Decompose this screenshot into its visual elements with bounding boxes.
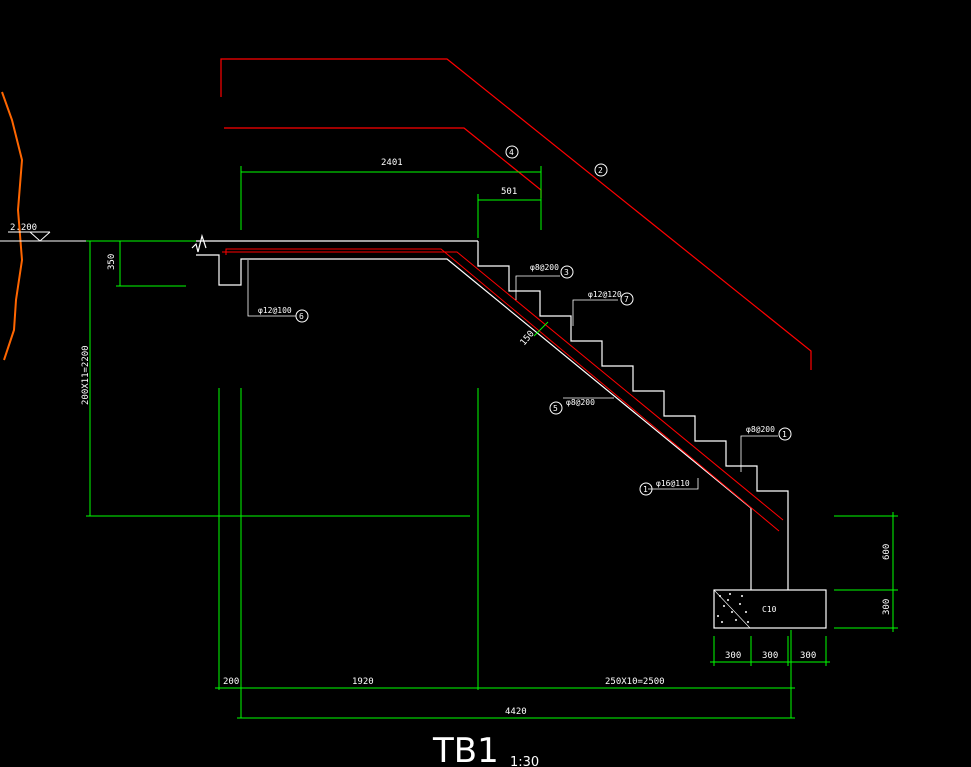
rebar-label-6: φ12@100 6: [258, 306, 309, 323]
rebar-label-5: 5 φ8@200: [549, 398, 595, 415]
dim-footing-w1: 300: [725, 651, 741, 661]
dim-footing-right: [834, 512, 898, 632]
ground-line: [1, 91, 24, 361]
elevation-label: 2.200: [10, 223, 37, 233]
svg-text:1: 1: [782, 430, 787, 439]
dim-landing-depth: 350: [107, 254, 117, 270]
bar-mark-4: 4: [505, 145, 519, 159]
drawing-title: TB1: [432, 731, 499, 767]
elevation-marker: 2.200: [0, 223, 90, 242]
dim-top: [240, 166, 542, 238]
dim-footing-w2: 300: [762, 651, 778, 661]
dim-bottom-steps: 250X10=2500: [605, 677, 665, 687]
rebar-label-1a: φ8@200 1: [746, 425, 792, 441]
dim-footing-600: 600: [882, 544, 892, 560]
svg-text:4: 4: [509, 148, 514, 157]
rebar-callouts: [247, 260, 778, 490]
svg-text:3: 3: [564, 268, 569, 277]
footing-label: C10: [762, 605, 777, 614]
rebar-label-1b: 1 φ16@110: [639, 479, 690, 496]
dim-bottom-total: 4420: [505, 707, 527, 717]
dim-left: [86, 240, 470, 517]
rebar-label-7: φ12@120 7: [588, 290, 634, 306]
dim-rise-total: 200X11=2200: [81, 345, 91, 405]
svg-text:5: 5: [553, 404, 558, 413]
dim-top-short: 501: [501, 187, 517, 197]
svg-text:φ12@100: φ12@100: [258, 306, 292, 315]
dim-bottom-200: 200: [223, 677, 239, 687]
bar-2-shape: [220, 58, 812, 370]
dim-footing-w3: 300: [800, 651, 816, 661]
footing-hatch: [717, 593, 749, 623]
bar-mark-2: 2: [594, 163, 608, 177]
svg-text:φ16@110: φ16@110: [656, 479, 690, 488]
svg-text:φ8@200: φ8@200: [746, 425, 775, 434]
dim-top-length: 2401: [381, 158, 403, 168]
dim-bottom-1920: 1920: [352, 677, 374, 687]
dim-footing-300: 300: [882, 599, 892, 615]
svg-text:2: 2: [598, 166, 603, 175]
drawing-scale: 1:30: [510, 755, 539, 767]
svg-text:1: 1: [643, 485, 648, 494]
svg-text:7: 7: [624, 295, 629, 304]
dim-slab-thickness: 150: [519, 329, 537, 348]
dim-footing-bottom: [710, 636, 830, 666]
rebar-detail-bars: [220, 58, 812, 370]
rebar-label-3: φ8@200 3: [530, 263, 574, 279]
dim-bottom: [215, 687, 795, 719]
extension-lines: [218, 388, 792, 718]
stair-concrete: [191, 233, 827, 629]
svg-text:6: 6: [299, 312, 304, 321]
svg-text:φ12@120: φ12@120: [588, 290, 622, 299]
svg-text:φ8@200: φ8@200: [530, 263, 559, 272]
svg-text:φ8@200: φ8@200: [566, 398, 595, 407]
stair-rebar: [222, 248, 784, 532]
